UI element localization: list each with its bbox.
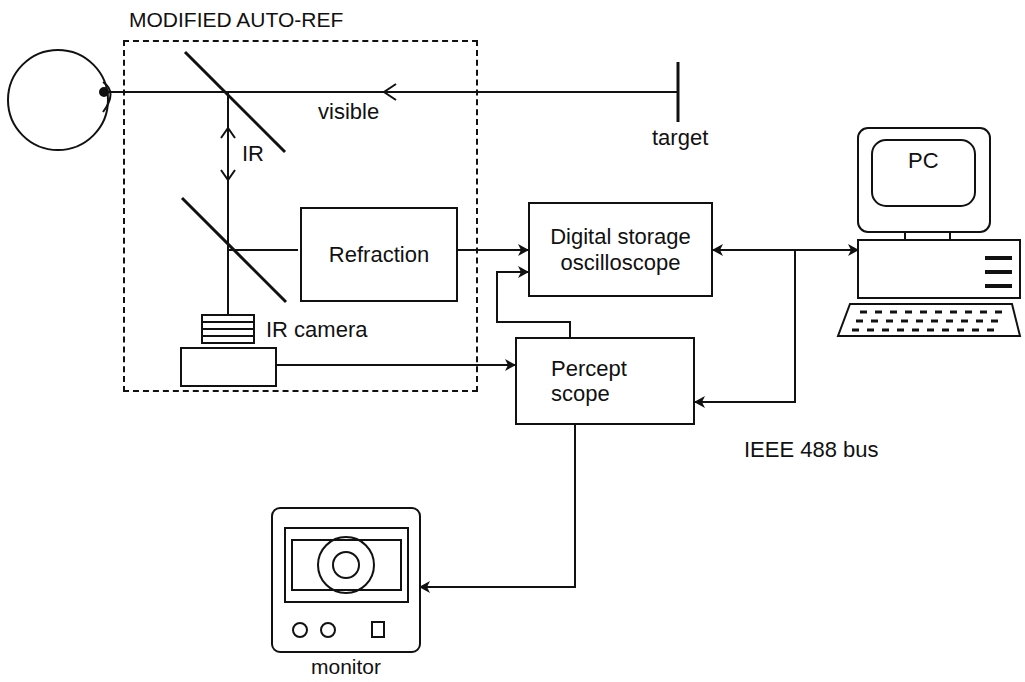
process-box: Percept scope bbox=[515, 337, 695, 425]
key-stroke bbox=[957, 329, 964, 332]
signal-connector bbox=[695, 250, 858, 402]
node-label: PC bbox=[908, 148, 939, 173]
key-stroke bbox=[931, 320, 938, 323]
pc-slot bbox=[985, 256, 1012, 260]
beam-splitter bbox=[185, 52, 285, 152]
key-stroke bbox=[995, 311, 1002, 314]
key-stroke bbox=[980, 311, 987, 314]
key-stroke bbox=[920, 311, 927, 314]
signal-connector bbox=[420, 425, 575, 587]
key-stroke bbox=[961, 320, 968, 323]
key-stroke bbox=[950, 311, 957, 314]
light-label: visible bbox=[316, 100, 381, 124]
pc-slot bbox=[985, 270, 1012, 274]
key-stroke bbox=[905, 311, 912, 314]
key-stroke bbox=[946, 320, 953, 323]
video-monitor: monitor bbox=[272, 508, 420, 652]
keyboard-keys bbox=[852, 312, 1002, 330]
key-stroke bbox=[875, 311, 882, 314]
ir-beam bbox=[227, 92, 229, 314]
key-stroke bbox=[856, 320, 863, 323]
node-label: Refraction bbox=[329, 242, 429, 267]
key-stroke bbox=[901, 320, 908, 323]
node-label: MODIFIED AUTO-REF bbox=[129, 8, 343, 32]
monitor-knob bbox=[293, 623, 307, 637]
key-stroke bbox=[987, 329, 994, 332]
node-label: IR camera bbox=[266, 317, 367, 342]
target-line bbox=[677, 62, 680, 122]
bus-label: IEEE 488 bus bbox=[742, 438, 881, 462]
key-stroke bbox=[871, 320, 878, 323]
refraction-beam bbox=[228, 249, 298, 251]
key-stroke bbox=[916, 320, 923, 323]
signal-connector bbox=[458, 249, 528, 251]
ir-arrow-up bbox=[221, 128, 235, 138]
monitor-screen bbox=[285, 528, 408, 602]
pc-case bbox=[858, 240, 1020, 298]
signal-connector bbox=[277, 364, 515, 366]
computer: PC bbox=[858, 128, 1020, 300]
key-stroke bbox=[912, 329, 919, 332]
camera-lens bbox=[202, 315, 254, 343]
eye-image bbox=[318, 537, 374, 593]
node-label: monitor bbox=[272, 655, 420, 679]
optical-axis bbox=[108, 91, 678, 93]
ir-arrow-down bbox=[221, 170, 235, 180]
pc-stand bbox=[905, 232, 950, 240]
key-stroke bbox=[867, 329, 874, 332]
key-stroke bbox=[860, 311, 867, 314]
pupil-image bbox=[333, 552, 359, 578]
node-label: Digital storage oscilloscope bbox=[540, 224, 701, 275]
process-box: Digital storage oscilloscope bbox=[528, 202, 713, 297]
monitor-knob bbox=[321, 623, 335, 637]
light-label: IR bbox=[240, 142, 266, 166]
lens-ridge bbox=[202, 321, 254, 323]
key-stroke bbox=[886, 320, 893, 323]
key-stroke bbox=[852, 329, 859, 332]
key-stroke bbox=[890, 311, 897, 314]
key-stroke bbox=[991, 320, 998, 323]
key-stroke bbox=[942, 329, 949, 332]
key-stroke bbox=[972, 329, 979, 332]
key-stroke bbox=[965, 311, 972, 314]
monitor-inner bbox=[292, 540, 401, 590]
cornea bbox=[103, 82, 111, 112]
pupil bbox=[100, 88, 108, 96]
light-direction-arrow bbox=[384, 84, 396, 100]
key-stroke bbox=[897, 329, 904, 332]
key-stroke bbox=[882, 329, 889, 332]
pc-screen bbox=[872, 140, 975, 206]
key-stroke bbox=[935, 311, 942, 314]
instrument-housing: MODIFIED AUTO-REFRefractionIR camera bbox=[123, 40, 478, 392]
key-stroke bbox=[927, 329, 934, 332]
monitor-case bbox=[272, 508, 420, 652]
monitor-switch bbox=[372, 622, 384, 637]
lens-ridge bbox=[202, 328, 254, 330]
lens-ridge bbox=[202, 335, 254, 337]
key-stroke bbox=[976, 320, 983, 323]
pc-keyboard bbox=[838, 304, 1020, 336]
camera-body: IR camera bbox=[180, 347, 277, 387]
process-box: Refraction bbox=[300, 207, 458, 302]
pc-slot bbox=[985, 284, 1012, 288]
node-label: Percept scope bbox=[551, 356, 679, 407]
part-label: target bbox=[650, 126, 710, 150]
pc-monitor bbox=[858, 128, 990, 232]
eye-outline bbox=[8, 50, 108, 150]
